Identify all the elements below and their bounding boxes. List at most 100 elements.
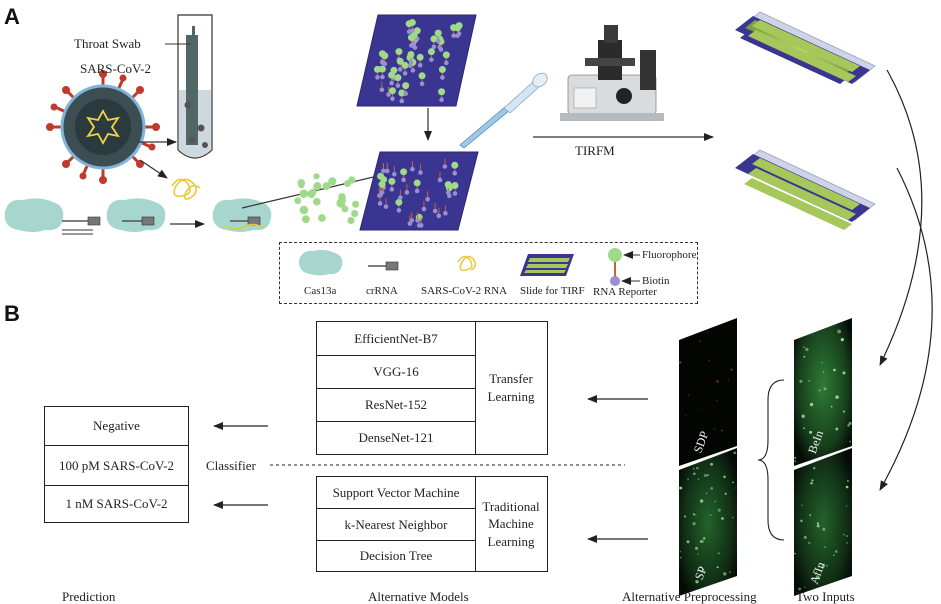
reporter-biotin: [407, 221, 413, 226]
model-svm: Support Vector Machine: [332, 484, 460, 500]
crrna-strand: [62, 216, 101, 226]
signal-dot: [835, 395, 839, 399]
signal-dot: [808, 513, 812, 517]
tirf-slide-1: [735, 11, 876, 84]
signal-dot: [801, 504, 803, 506]
signal-dot: [706, 331, 709, 334]
signal-dot: [823, 387, 827, 391]
signal-dot: [846, 535, 848, 537]
sp-image: [679, 448, 737, 596]
traditional-ml-table: Support Vector Machine k-Nearest Neighbo…: [316, 476, 548, 572]
signal-dot: [843, 533, 845, 536]
legend-box: [279, 242, 698, 304]
free-fluorophore-dot: [299, 189, 308, 198]
traditional-label-line3: Learning: [487, 533, 535, 549]
reporter-biotin: [384, 168, 390, 174]
caption-alternative-models: Alternative Models: [368, 589, 469, 604]
signal-dot: [703, 537, 706, 540]
signal-dot: [678, 361, 682, 364]
reporter-fluorophore: [395, 198, 403, 206]
traditional-models-column: Support Vector Machine k-Nearest Neighbo…: [317, 477, 476, 571]
free-fluorophore-dot: [352, 200, 360, 208]
virus-label: SARS-CoV-2: [80, 61, 152, 76]
legend-cas13a-icon: [298, 249, 343, 276]
crrna-bound-2: [225, 216, 265, 230]
reporter-biotin: [389, 80, 394, 86]
cas13a-blob-1: [4, 198, 64, 232]
traditional-ml-label: Traditional Machine Learning: [475, 477, 547, 571]
reporter-fluorophore: [416, 53, 424, 61]
signal-dot: [833, 554, 835, 556]
reporter-fluorophore: [401, 61, 409, 69]
signal-dot: [723, 475, 726, 479]
legend-crrna-icon: [368, 261, 399, 271]
free-fluorophore-dot: [351, 209, 359, 218]
signal-dot: [799, 379, 803, 383]
reporter-fluorophore: [388, 177, 396, 185]
signal-dot: [794, 460, 797, 463]
virus-icon: [46, 70, 160, 184]
free-fluorophore-dot: [313, 173, 320, 180]
signal-dot: [714, 500, 717, 503]
signal-dot: [708, 360, 711, 363]
reporter-biotin: [380, 74, 385, 80]
signal-dot: [803, 346, 805, 349]
signal-dot: [693, 472, 696, 475]
reporter-biotin: [414, 188, 420, 194]
reporter-biotin: [397, 67, 403, 72]
signal-dot: [717, 508, 721, 512]
reporter-fluorophore: [378, 65, 386, 73]
reporter-fluorophore: [394, 74, 402, 82]
free-fluorophore-dot: [298, 181, 305, 189]
reporter-biotin: [421, 206, 427, 212]
reporter-fluorophore: [408, 19, 416, 27]
model-resnet152: ResNet-152: [317, 388, 475, 421]
signal-dot: [824, 546, 826, 548]
signal-dot: [710, 462, 714, 466]
signal-dot: [683, 515, 687, 518]
signal-dot: [804, 586, 806, 589]
reporter-fluorophore: [396, 57, 404, 65]
signal-dot: [821, 361, 823, 364]
signal-dot: [716, 399, 719, 402]
model-efficientnet: EfficientNet-B7: [354, 330, 438, 346]
signal-dot: [822, 371, 825, 373]
signal-dot: [698, 340, 701, 343]
signal-dot: [847, 424, 850, 427]
signal-dot: [717, 552, 720, 555]
caption-alternative-preprocessing: Alternative Preprocessing: [622, 589, 757, 604]
signal-dot: [721, 429, 724, 432]
signal-dot: [845, 505, 848, 507]
reporter-biotin: [389, 187, 395, 192]
reporter-biotin: [412, 45, 418, 50]
reporter-fluorophore: [413, 27, 421, 35]
tirf-slide-2: [735, 149, 876, 230]
model-decision-tree: Decision Tree: [317, 540, 475, 571]
reporter-biotin: [383, 204, 389, 209]
prediction-1nm: 1 nM SARS-CoV-2: [45, 485, 188, 522]
signal-dot: [679, 486, 683, 490]
signal-dot: [710, 487, 714, 490]
reporter-biotin: [451, 33, 456, 38]
transfer-models-column: EfficientNet-B7 VGG-16 ResNet-152 DenseN…: [317, 322, 476, 454]
signal-dot: [727, 378, 730, 381]
caption-two-inputs: Two Inputs: [796, 589, 855, 604]
signal-dot: [732, 481, 735, 484]
caption-prediction: Prediction: [62, 589, 116, 604]
signal-dot: [724, 492, 727, 495]
reporter-fluorophore: [430, 35, 438, 43]
free-fluorophore-dot: [348, 176, 356, 184]
beln-image: [794, 318, 852, 466]
reporter-biotin: [425, 196, 430, 202]
reporter-biotin: [445, 190, 451, 195]
reporter-biotin: [404, 190, 410, 195]
reporter-fluorophore: [388, 87, 396, 95]
legend-reporter-label: RNA Reporter: [593, 286, 657, 298]
reporter-fluorophore: [434, 29, 442, 37]
reporter-biotin: [410, 68, 416, 73]
signal-dot: [794, 456, 797, 459]
reporter-biotin: [395, 83, 401, 88]
signal-dot: [705, 492, 708, 495]
reporter-fluorophore: [454, 24, 462, 32]
